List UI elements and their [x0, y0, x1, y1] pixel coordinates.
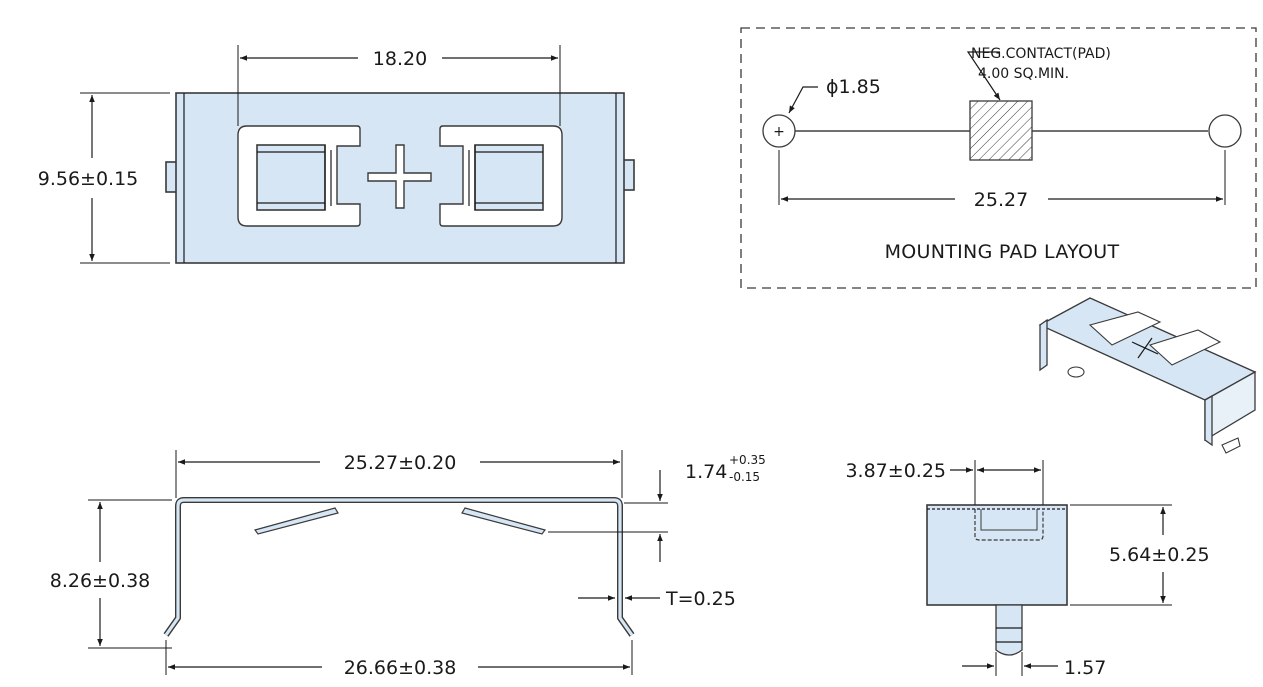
top-view: 18.20 9.56±0.15: [38, 45, 635, 264]
neg-contact-label: NEG.CONTACT(PAD): [971, 46, 1111, 62]
end-view: 3.87±0.25 5.64±0.25 1.57: [845, 460, 1210, 679]
top-width-dim: 18.20: [373, 48, 427, 70]
end-slot: [974, 509, 1044, 541]
neg-contact-size: 4.00 SQ.MIN.: [978, 66, 1069, 82]
side-top-width-dim: 25.27±0.20: [344, 452, 457, 474]
offset-plus-tolerance: +0.35: [729, 453, 766, 467]
pad-spacing-dim: 25.27: [974, 189, 1028, 211]
positive-pad-hole: [762, 114, 796, 148]
left-spring-contact: [256, 144, 326, 211]
end-body: [926, 504, 1068, 606]
thickness-dim: T=0.25: [665, 588, 736, 610]
pad-layout-title: MOUNTING PAD LAYOUT: [885, 241, 1120, 263]
side-bottom-width-dim: 26.66±0.38: [344, 657, 457, 679]
pin-width-dim: 1.57: [1064, 657, 1106, 679]
offset-minus-tolerance: -0.15: [729, 470, 760, 484]
top-height-dim: 9.56±0.15: [38, 168, 139, 190]
plus-symbol: +: [773, 124, 785, 140]
end-pin: [995, 604, 1023, 656]
hole-diameter-dim: ϕ1.85: [826, 76, 881, 98]
isometric-view: [1038, 297, 1257, 454]
right-spring-arm: [461, 507, 547, 535]
negative-contact-pad: [969, 100, 1033, 161]
side-height-dim: 8.26±0.38: [50, 570, 151, 592]
offset-dim: 1.74: [685, 461, 727, 483]
right-pad-hole: [1208, 114, 1242, 148]
end-height-dim: 5.64±0.25: [1109, 544, 1210, 566]
slot-width-dim: 3.87±0.25: [845, 460, 946, 482]
side-view: 25.27±0.20 26.66±0.38 8.26±0.38 1.74 +0.…: [50, 450, 766, 679]
side-profile: [163, 497, 635, 637]
left-spring-arm: [253, 507, 339, 535]
mounting-pad-layout: + ϕ1.85 NEG.CONTACT(PAD) 4.00 SQ.MIN. 25…: [740, 27, 1257, 289]
pad-layout-frame: [740, 27, 1257, 289]
right-spring-contact: [474, 144, 544, 211]
plus-cutout: [367, 144, 432, 209]
